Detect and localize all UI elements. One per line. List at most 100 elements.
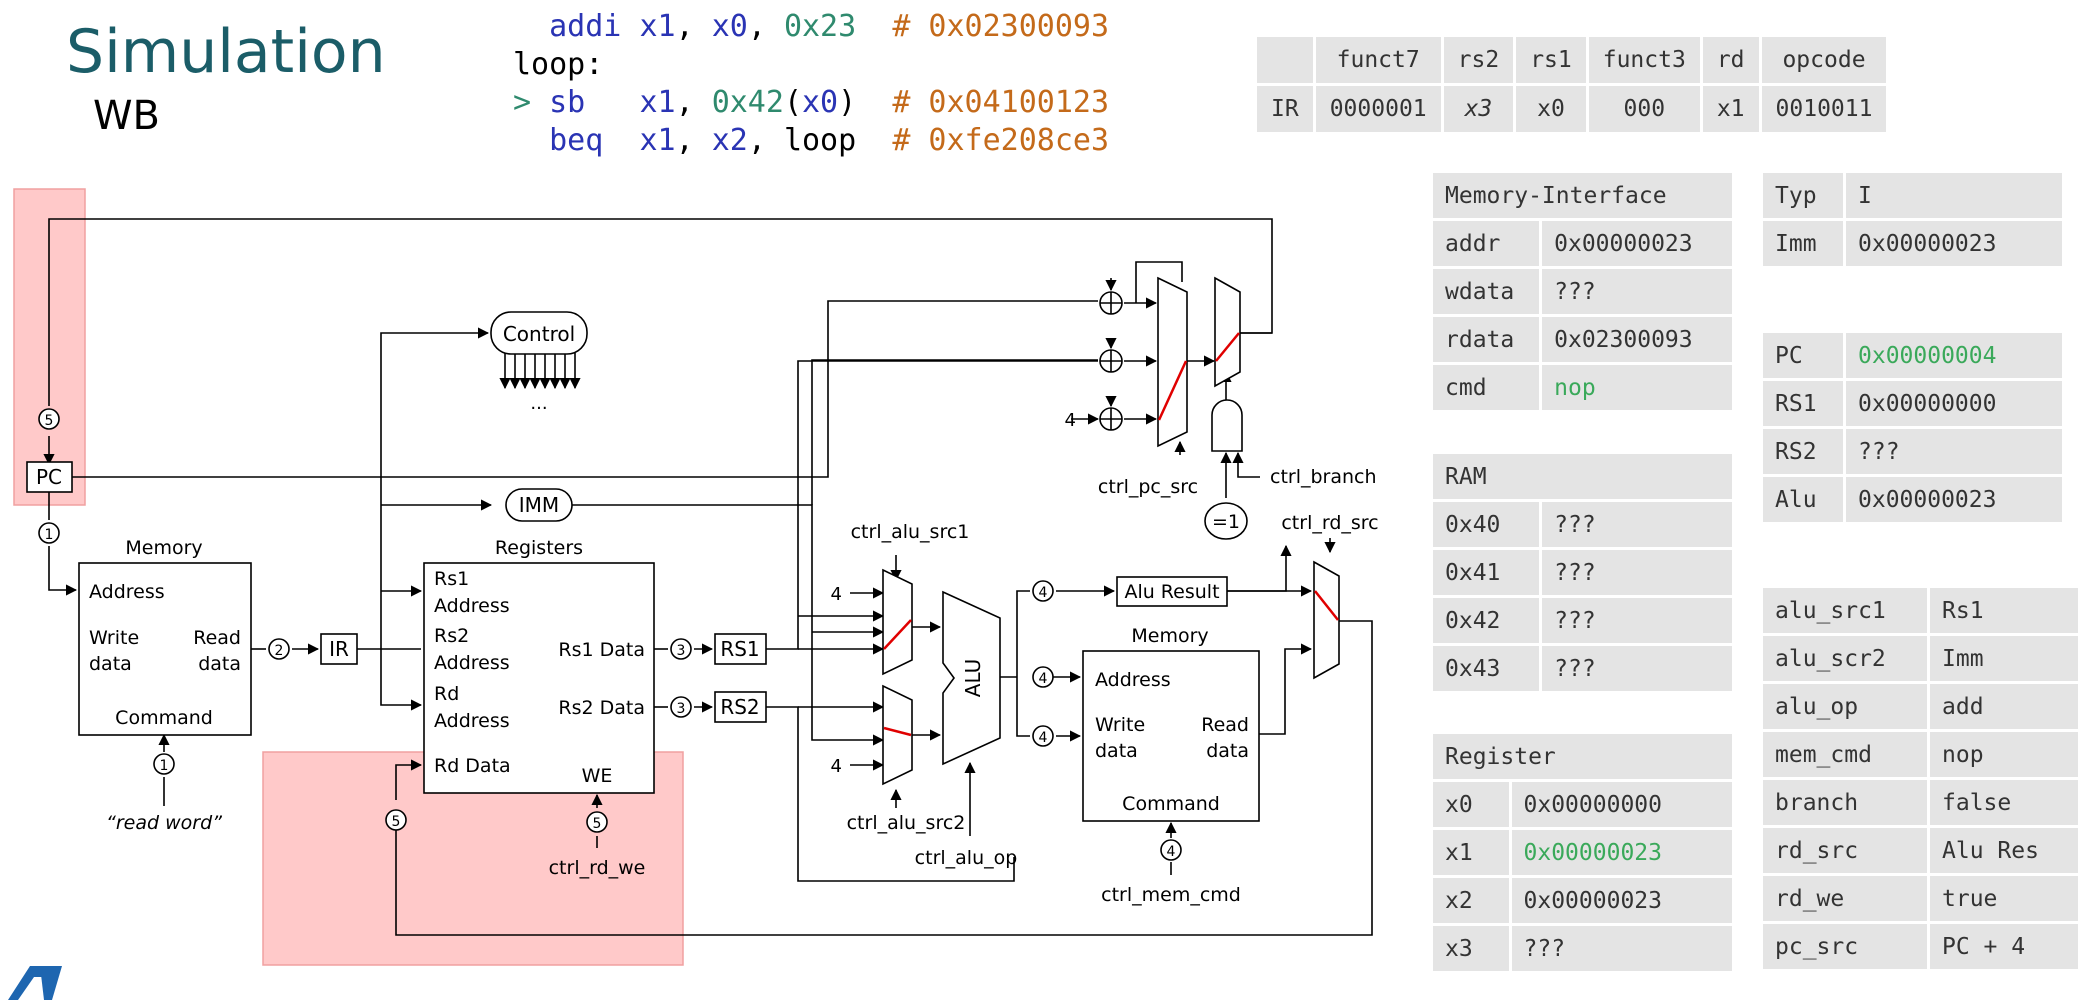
row-label: alu_op <box>1763 684 1927 729</box>
ir-row-label: IR <box>1257 86 1313 132</box>
dmem-write-data: data <box>1095 740 1138 762</box>
slide-title: Simulation <box>66 17 386 87</box>
ir-value: x3 <box>1443 86 1514 132</box>
ir-register: IR <box>320 633 358 665</box>
stage-marker: 4 <box>1032 725 1054 747</box>
reg-rs1-data: Rs1 Data <box>558 639 645 661</box>
stage-number: 4 <box>1039 671 1048 687</box>
row-value: Imm <box>1930 636 2078 681</box>
ctrl-mem-cmd-label: ctrl_mem_cmd <box>1101 884 1241 906</box>
row-value: I <box>1846 173 2062 218</box>
table-title: Memory-Interface <box>1433 173 1732 218</box>
ir-header: rs2 <box>1443 37 1514 83</box>
reg-rs2-data: Rs2 Data <box>558 697 645 719</box>
dmem-read: Read <box>1201 714 1249 736</box>
stage-number: 4 <box>1039 730 1048 746</box>
rs1-register: RS1 <box>714 633 767 665</box>
table-title-row: Register <box>1433 734 1732 779</box>
table-row: 0x43??? <box>1433 646 1732 691</box>
row-value: ??? <box>1542 550 1732 595</box>
mux-select-line <box>1157 360 1188 421</box>
row-label: RS2 <box>1763 429 1843 474</box>
row-label: Alu <box>1763 477 1843 522</box>
row-label: x1 <box>1433 830 1509 875</box>
comment: # 0xfe208ce3 <box>892 123 1110 158</box>
row-value: 0x00000023 <box>1846 477 2062 522</box>
reg-address: Address <box>434 595 510 617</box>
imem-title: Memory <box>125 537 202 559</box>
row-value: ??? <box>1846 429 2062 474</box>
datapath-diagram: Control ... PC IMM Memory Address Write … <box>13 188 1379 966</box>
row-value: 0x00000023 <box>1846 221 2062 266</box>
row-label: x2 <box>1433 878 1509 923</box>
alu-result-label: Alu Result <box>1124 581 1219 603</box>
adder <box>1099 349 1123 373</box>
ir-value: x1 <box>1702 86 1759 132</box>
reg-rd: Rd <box>434 683 459 705</box>
eq1-label: =1 <box>1212 511 1240 533</box>
stage-markers: 1 1 2 3 3 4 4 4 4 5 5 5 <box>38 408 1182 861</box>
code-line-addi: addi x1, x0, 0x23 # 0x02300093 <box>549 9 1110 44</box>
row-value: false <box>1930 780 2078 825</box>
stage-marker: 5 <box>38 408 60 430</box>
ir-header: opcode <box>1761 37 1887 83</box>
code-line-sb: > sb x1, 0x42(x0) # 0x04100123 <box>513 85 1110 120</box>
operand: x2 <box>711 123 748 158</box>
row-value: Rs1 <box>1930 588 2078 633</box>
alu-src2-mux <box>882 684 913 786</box>
row-label: 0x41 <box>1433 550 1540 595</box>
alu-result-register: Alu Result <box>1116 576 1228 607</box>
control-unit: Control ... <box>490 311 588 414</box>
row-value: 0x00000004 <box>1846 333 2062 378</box>
alu-src1-mux <box>882 568 913 676</box>
stage-marker: 3 <box>670 638 692 660</box>
ram-table: RAM 0x40??? 0x41??? 0x42??? 0x43??? <box>1430 451 1735 694</box>
ir-value: 0000001 <box>1315 86 1441 132</box>
row-label: rd_we <box>1763 876 1927 921</box>
row-value: ??? <box>1542 598 1732 643</box>
alu-label: ALU <box>961 659 985 697</box>
code-line-beq: beq x1, x2, loop # 0xfe208ce3 <box>549 123 1110 158</box>
ir-header-row: funct7 rs2 rs1 funct3 rd opcode <box>1257 37 1887 83</box>
table-title: RAM <box>1433 454 1732 499</box>
row-label: cmd <box>1433 365 1540 410</box>
institute-logo <box>8 966 62 1000</box>
reg-address: Address <box>434 652 510 674</box>
table-row: 0x42??? <box>1433 598 1732 643</box>
table-row: 0x40??? <box>1433 502 1732 547</box>
ir-table: funct7 rs2 rs1 funct3 rd opcode IR 00000… <box>1254 34 1889 135</box>
row-value: add <box>1930 684 2078 729</box>
reg-rs2: Rs2 <box>434 625 469 647</box>
pc-label: PC <box>36 465 62 489</box>
operand: x1 <box>639 123 676 158</box>
row-label: Imm <box>1763 221 1843 266</box>
ir-corner-cell <box>1257 37 1313 83</box>
imem-write-data: data <box>89 653 132 675</box>
immediate: 0x42 <box>711 85 784 120</box>
stage-marker: 4 <box>1160 839 1182 861</box>
reg-address: Address <box>434 710 510 732</box>
imm-label: IMM <box>519 493 559 517</box>
row-label: RS1 <box>1763 381 1843 426</box>
mux-select-line <box>1314 590 1339 621</box>
row-label: branch <box>1763 780 1927 825</box>
ctrl-branch-label: ctrl_branch <box>1270 466 1377 488</box>
imem-address: Address <box>89 581 165 603</box>
dmem-write: Write <box>1095 714 1145 736</box>
table-title-row: RAM <box>1433 454 1732 499</box>
stage-number: 3 <box>677 701 686 717</box>
adder <box>1099 407 1123 431</box>
imm-generator: IMM <box>505 488 573 522</box>
control-dots: ... <box>530 393 547 414</box>
row-label: rdata <box>1433 317 1540 362</box>
stage-marker: 2 <box>268 638 290 660</box>
reg-we: WE <box>582 765 613 787</box>
